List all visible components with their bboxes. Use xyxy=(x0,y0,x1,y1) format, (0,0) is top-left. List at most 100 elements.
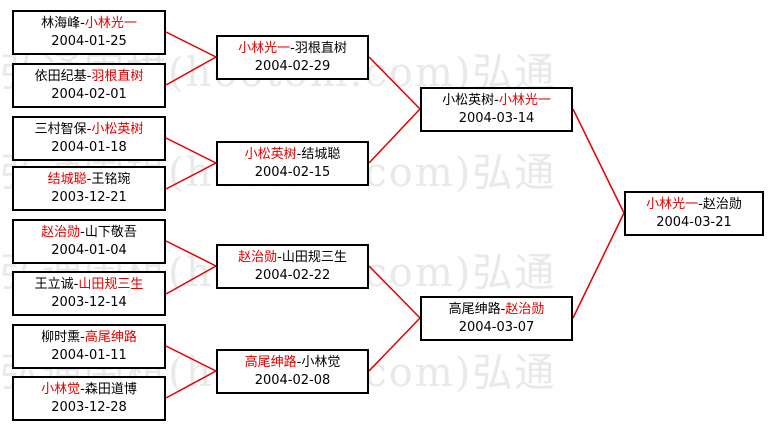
match-players: 赵治勋-山下敬吾 xyxy=(14,224,164,242)
winner-name: 小林光一 xyxy=(238,41,291,56)
player-name: 山下敬吾 xyxy=(84,225,137,240)
match-date: 2003-12-21 xyxy=(51,190,127,205)
player-name: 柳时熏 xyxy=(41,330,81,345)
player-name: 三村智保 xyxy=(34,122,87,137)
connector-r2m1 xyxy=(368,56,421,110)
match-box: 三村智保-小松英树 2004-01-18 xyxy=(12,116,166,161)
match-players: 三村智保-小松英树 xyxy=(14,121,164,139)
versus-dash: - xyxy=(277,250,282,265)
match-players: 高尾绅路-赵治勋 xyxy=(422,301,571,319)
match-box: 结城聪-王铭琬 2003-12-21 xyxy=(12,166,166,211)
match-date: 2004-01-04 xyxy=(51,243,127,258)
match-date: 2004-03-07 xyxy=(458,320,535,335)
winner-name: 小林光一 xyxy=(498,93,551,108)
match-date: 2004-02-15 xyxy=(254,165,331,180)
connector-r1m3 xyxy=(165,137,217,164)
player-name: 羽根直树 xyxy=(294,41,347,56)
match-date: 2004-02-22 xyxy=(254,268,331,283)
match-players: 王立诚-山田规三生 xyxy=(14,276,164,294)
match-box: 赵治勋-山田规三生 2004-02-22 xyxy=(216,244,369,289)
match-box: 柳时熏-高尾绅路 2004-01-11 xyxy=(12,324,166,369)
connector-r1m6 xyxy=(165,265,217,295)
match-players: 结城聪-王铭琬 xyxy=(14,171,164,189)
match-date: 2004-01-25 xyxy=(51,34,127,49)
match-box: 赵治勋-山下敬吾 2004-01-04 xyxy=(12,219,166,264)
match-box: 林海峰-小林光一 2004-01-25 xyxy=(12,10,166,55)
connector-r1m5 xyxy=(165,240,217,267)
match-date: 2004-02-29 xyxy=(254,59,331,74)
match-players: 小松英树-结城聪 xyxy=(218,146,367,164)
connector-r1m8 xyxy=(165,370,217,399)
versus-dash: - xyxy=(80,225,85,240)
match-box: 小松英树-小林光一 2004-03-14 xyxy=(420,87,573,132)
connector-r1m2 xyxy=(165,56,217,86)
match-box: 小林光一-羽根直树 2004-02-29 xyxy=(216,35,369,80)
winner-name: 赵治勋 xyxy=(505,302,545,317)
versus-dash: - xyxy=(80,382,85,397)
player-name: 结城聪 xyxy=(301,147,341,162)
connector-r2m4 xyxy=(368,317,421,372)
versus-dash: - xyxy=(73,277,79,292)
connector-r3m2 xyxy=(572,212,625,319)
match-date: 2004-01-18 xyxy=(51,140,127,155)
match-date: 2004-02-08 xyxy=(254,373,331,388)
versus-dash: - xyxy=(86,122,92,137)
winner-name: 赵治勋 xyxy=(238,250,278,265)
player-name: 高尾绅路 xyxy=(448,302,501,317)
winner-name: 小松英树 xyxy=(244,147,297,162)
match-players: 柳时熏-高尾绅路 xyxy=(14,329,164,347)
player-name: 森田道博 xyxy=(84,382,137,397)
winner-name: 小林光一 xyxy=(646,197,699,212)
connector-r2m3 xyxy=(368,265,421,319)
connector-group xyxy=(165,31,625,399)
connector-r1m7 xyxy=(165,345,217,372)
match-players: 林海峰-小林光一 xyxy=(14,15,164,33)
player-name: 王立诚 xyxy=(34,277,74,292)
versus-dash: - xyxy=(80,330,85,345)
winner-name: 羽根直树 xyxy=(91,69,144,84)
player-name: 山田规三生 xyxy=(281,250,347,265)
match-box: 高尾绅路-小林觉 2004-02-08 xyxy=(216,349,369,394)
match-date: 2004-02-01 xyxy=(51,87,127,102)
match-box: 小松英树-结城聪 2004-02-15 xyxy=(216,141,369,186)
winner-name: 小林光一 xyxy=(84,16,137,31)
winner-name: 小松英树 xyxy=(91,122,144,137)
match-players: 依田纪基-羽根直树 xyxy=(14,68,164,86)
winner-name: 高尾绅路 xyxy=(244,355,297,370)
connector-r1m1 xyxy=(165,31,217,58)
winner-name: 赵治勋 xyxy=(41,225,81,240)
versus-dash: - xyxy=(500,302,506,317)
connector-r2m2 xyxy=(368,108,421,164)
match-box: 依田纪基-羽根直树 2004-02-01 xyxy=(12,63,166,108)
final-match-box: 小林光一-赵治勋 2004-03-21 xyxy=(624,191,764,236)
versus-dash: - xyxy=(296,355,302,370)
winner-name: 高尾绅路 xyxy=(84,330,137,345)
versus-dash: - xyxy=(86,69,92,84)
connector-r3m1 xyxy=(572,108,625,214)
match-players: 小林光一-羽根直树 xyxy=(218,40,367,58)
player-name: 林海峰 xyxy=(41,16,81,31)
player-name: 小松英树 xyxy=(442,93,495,108)
player-name: 王铭琬 xyxy=(91,172,131,187)
match-box: 高尾绅路-赵治勋 2004-03-07 xyxy=(420,296,573,341)
match-players: 小林觉-森田道博 xyxy=(14,381,164,399)
versus-dash: - xyxy=(80,16,85,31)
match-players: 高尾绅路-小林觉 xyxy=(218,354,367,372)
player-name: 赵治勋 xyxy=(702,197,742,212)
versus-dash: - xyxy=(296,147,302,162)
winner-name: 小林觉 xyxy=(41,382,81,397)
winner-name: 结城聪 xyxy=(47,172,87,187)
player-name: 依田纪基 xyxy=(34,69,87,84)
versus-dash: - xyxy=(698,197,703,212)
player-name: 小林觉 xyxy=(301,355,341,370)
match-box: 王立诚-山田规三生 2003-12-14 xyxy=(12,271,166,316)
match-date: 2003-12-14 xyxy=(51,295,127,310)
match-players: 小松英树-小林光一 xyxy=(422,92,571,110)
connector-r1m4 xyxy=(165,162,217,190)
versus-dash: - xyxy=(86,172,92,187)
match-players: 赵治勋-山田规三生 xyxy=(218,249,367,267)
versus-dash: - xyxy=(290,41,295,56)
match-date: 2003-12-28 xyxy=(51,400,127,415)
